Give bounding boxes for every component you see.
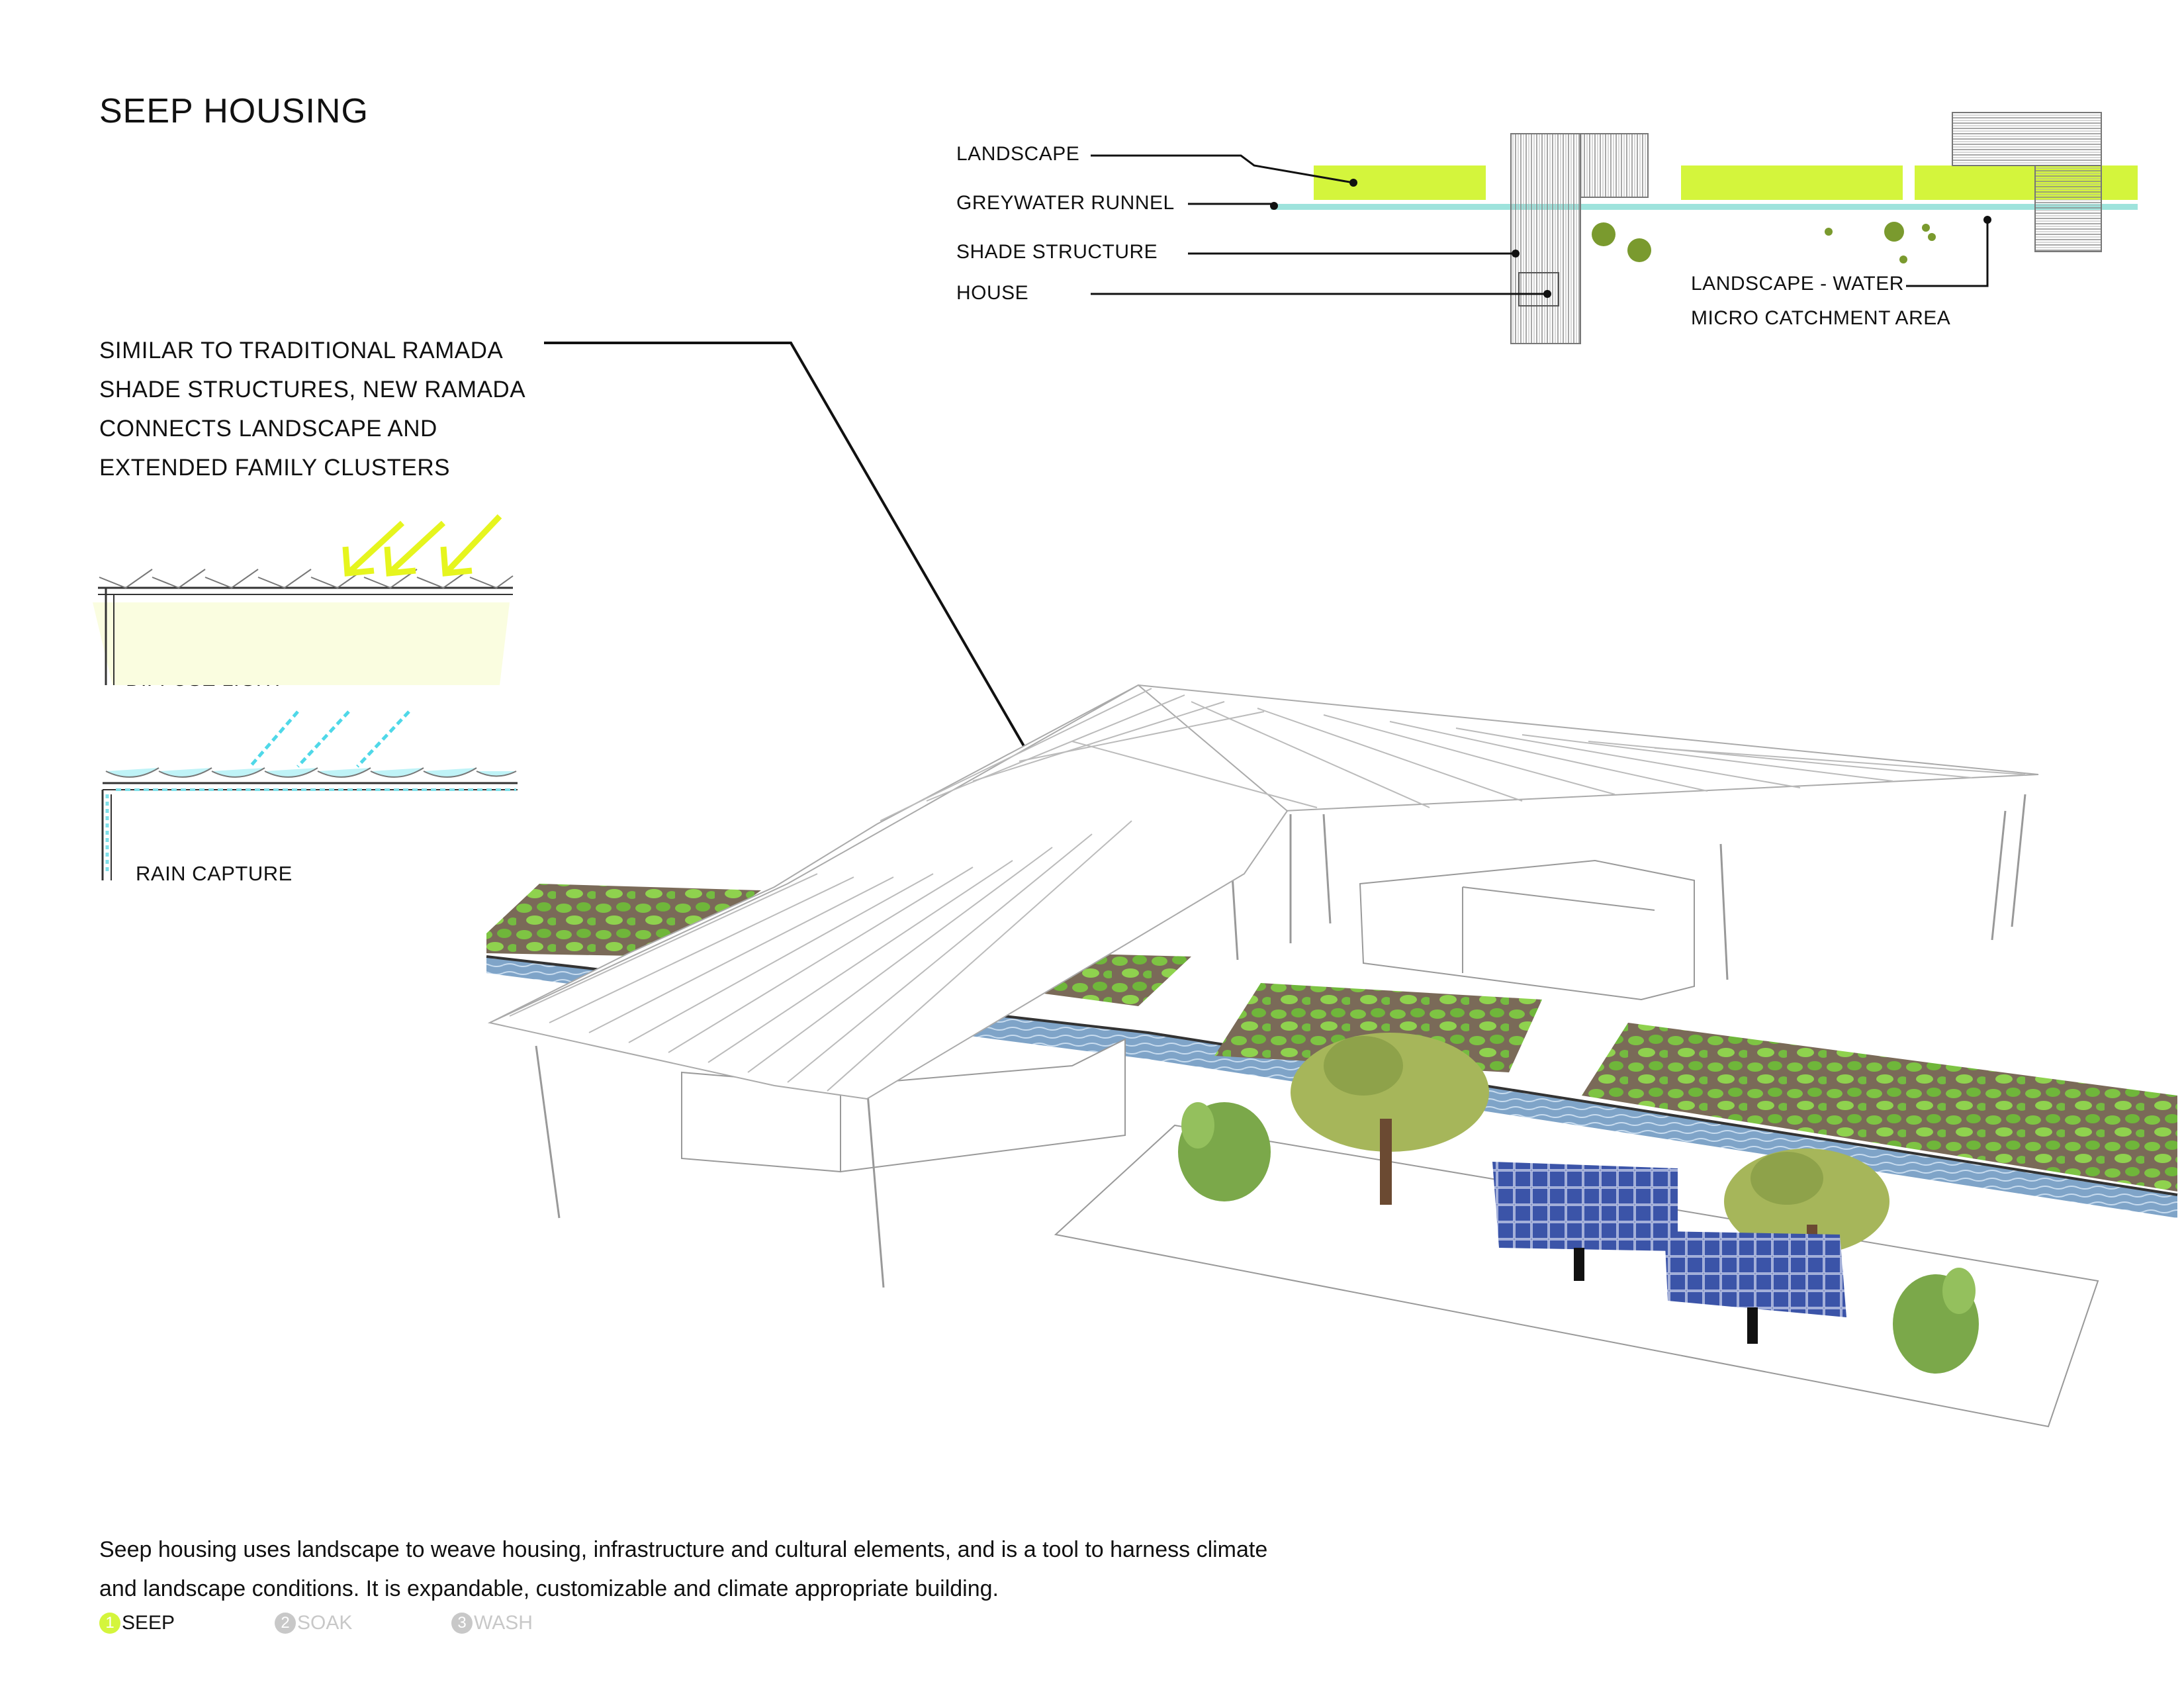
description-line: Seep housing uses landscape to weave hou… — [99, 1537, 1268, 1562]
shade-structure-block — [1510, 133, 1581, 344]
sun-arrow — [389, 520, 446, 573]
axonometric-site — [486, 684, 2178, 1428]
shade-structure-block — [1952, 112, 2102, 166]
desert-vegetation — [1178, 1033, 1979, 1374]
light-wash — [93, 602, 510, 685]
crop-field — [1582, 1023, 2177, 1192]
page-title: SEEP HOUSING — [99, 92, 369, 130]
legend-shade-structure-label: SHADE STRUCTURE — [956, 241, 1158, 263]
rain-arrow — [296, 710, 350, 768]
tab-number-badge: 3 — [451, 1613, 473, 1634]
rain-arrow — [356, 710, 410, 768]
landscape-bar — [1681, 165, 1903, 200]
sun-arrow — [348, 520, 405, 573]
rain-arrow — [249, 710, 299, 768]
leader-dot — [1543, 290, 1551, 298]
house-outline — [1518, 272, 1559, 306]
phase-tabs: 1 SEEP 2 SOAK 3 WASH — [99, 1612, 695, 1638]
sun-arrow — [445, 514, 502, 573]
house-block — [840, 1038, 1126, 1173]
plaza-outline — [1054, 1124, 2099, 1428]
leader-dot — [1512, 250, 1520, 258]
legend-house-label: HOUSE — [956, 282, 1029, 304]
catchment-dot — [1922, 224, 1930, 232]
leader-dot — [1270, 202, 1278, 210]
callout-line: SIMILAR TO TRADITIONAL RAMADA — [99, 338, 504, 363]
crop-field — [1214, 983, 1542, 1072]
landscape-leader — [1091, 154, 1354, 184]
tab-number-badge: 1 — [99, 1613, 120, 1634]
tab-label: WASH — [474, 1612, 533, 1634]
legend-catchment-label-1: LANDSCAPE - WATER — [1691, 273, 1904, 295]
rain-capture-label: RAIN CAPTURE — [136, 862, 293, 885]
callout-line: CONNECTS LANDSCAPE AND — [99, 416, 437, 442]
greywater-runnel-line — [1271, 204, 2138, 210]
tab-wash[interactable]: 3 WASH — [451, 1612, 533, 1634]
landscape-bar — [1915, 165, 2138, 200]
shade-structure-block — [2034, 165, 2102, 252]
description-line: and landscape conditions. It is expandab… — [99, 1576, 999, 1601]
callout-leader — [544, 342, 1037, 768]
tab-soak[interactable]: 2 SOAK — [275, 1612, 352, 1634]
catchment-dot — [1627, 238, 1651, 262]
house-block — [1359, 859, 1695, 1001]
solar-panel — [1492, 1162, 1678, 1251]
landscape-bar — [1314, 165, 1486, 200]
tab-label: SOAK — [297, 1612, 353, 1634]
plan-legend-graphic — [1091, 112, 2138, 344]
catchment-dot — [1825, 228, 1833, 236]
legend-catchment-label-2: MICRO CATCHMENT AREA — [1691, 307, 1951, 329]
description: Seep housing uses landscape to weave hou… — [99, 1530, 1357, 1609]
legend-greywater-runnel-label: GREYWATER RUNNEL — [956, 192, 1175, 214]
ramada-callout: SIMILAR TO TRADITIONAL RAMADA SHADE STRU… — [99, 331, 576, 487]
tab-number-badge: 2 — [275, 1613, 296, 1634]
shade-structure-block — [1580, 133, 1649, 198]
catchment-dot — [1899, 256, 1907, 263]
catchment-dot — [1592, 222, 1615, 246]
catchment-dot — [1884, 222, 1904, 242]
ramada-roof — [487, 684, 1289, 1100]
callout-line: EXTENDED FAMILY CLUSTERS — [99, 455, 450, 481]
legend-landscape-label: LANDSCAPE — [956, 143, 1080, 165]
diffuse-light-detail — [93, 514, 514, 685]
solar-panel — [1664, 1231, 1846, 1317]
catchment-leader — [1906, 220, 1989, 287]
tab-seep[interactable]: 1 SEEP — [99, 1612, 175, 1634]
leader-dot — [1983, 216, 1991, 224]
tab-label: SEEP — [122, 1612, 175, 1634]
leader-dot — [1349, 179, 1357, 187]
rain-capture-detail — [101, 710, 518, 880]
callout-line: SHADE STRUCTURES, NEW RAMADA — [99, 377, 526, 402]
catchment-dot — [1928, 233, 1936, 241]
